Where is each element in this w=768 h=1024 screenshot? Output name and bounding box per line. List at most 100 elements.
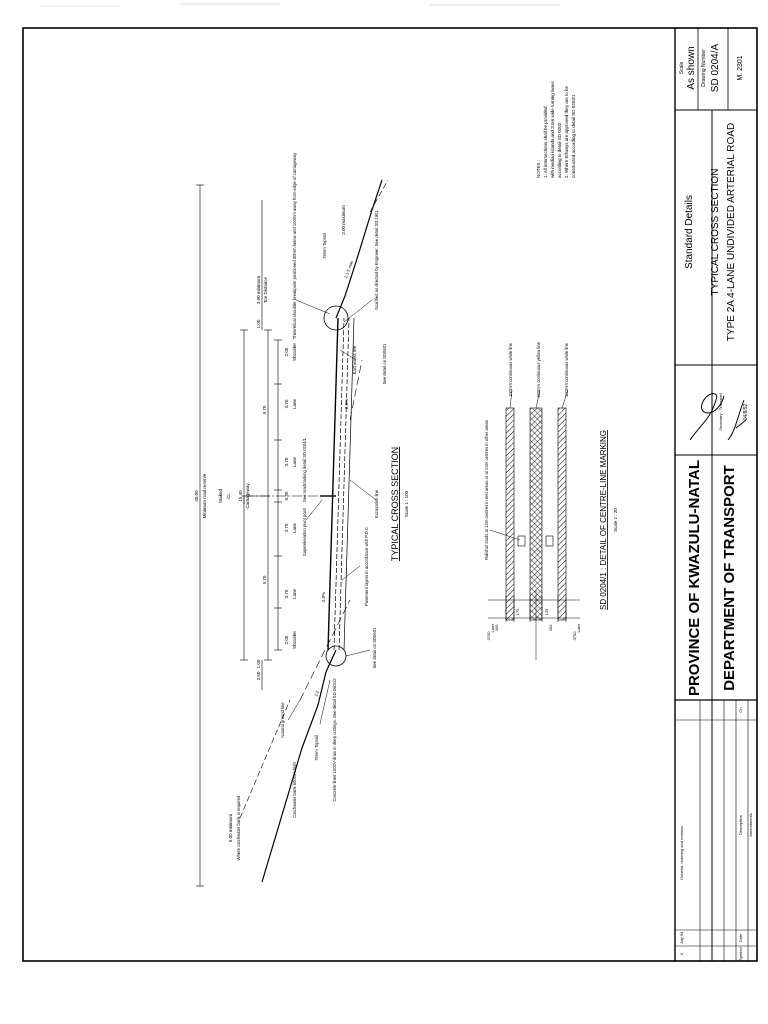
catchwater-bank-label: Catchwater bank 600mm high: [292, 762, 297, 818]
topsoil-left-label: 75mm Topsoil: [314, 735, 319, 761]
line-a-label: 100mm continuous white line: [508, 342, 513, 397]
signature-date: 04/8/92: [743, 403, 749, 420]
white-line-c: [557, 407, 567, 621]
cl-dim-3: 300: [494, 624, 499, 631]
series-title: Standard Details: [684, 195, 695, 269]
verge-right-dim: 1.00: [256, 319, 261, 328]
toe-distance-label: Toe Distance: [263, 276, 268, 303]
pavement-layers-label: Pavement layers in accordance with P.D.C…: [364, 526, 369, 606]
notes: NOTES : 1. All intersections shall be pr…: [536, 80, 576, 178]
shoulder-left-label: Shoulder: [292, 630, 297, 649]
amendments-header: Amendments: [748, 813, 753, 837]
amend-symbol-header: Symbol: [738, 947, 743, 960]
railshot-note: Railshot studs at 12m centres in rest ar…: [484, 420, 489, 560]
lane-4-dim: 3.70: [284, 399, 289, 408]
natural-ground-line: [239, 179, 389, 819]
cl-lane-left: Lane: [490, 623, 495, 633]
topsoil-right-label: 75mm Topsoil: [322, 233, 327, 259]
carriageway-label: Carriageway: [245, 483, 250, 509]
cl-dim-6: 3700: [572, 631, 577, 641]
sheet-code: M. 2301: [737, 55, 744, 80]
natural-ground-label: Natural ground line: [280, 702, 285, 738]
lane-3-dim: 3.70: [284, 457, 289, 466]
crossfall-left: 2.0%: [321, 592, 326, 602]
centre-line-title: SD 0204/1 : DETAIL OF CENTRE-LINE MARKIN…: [599, 430, 608, 610]
scarified-label: Scarified as directed by Engineer. See d…: [374, 210, 379, 310]
detail-circle-right: [323, 305, 349, 331]
scale-label: Scale: [679, 62, 685, 75]
reserve-label: Minimum road reserve: [202, 473, 207, 518]
detail-circle-left: [325, 645, 347, 667]
toe-distance-dim: 3.00 minimum: [256, 276, 261, 305]
half-right-dim: 9.70: [262, 405, 267, 414]
staked-label: Staked: [218, 489, 223, 504]
median-line-dim: 0.30: [284, 491, 289, 500]
note-line-1: 1. All intersections shall be provided: [543, 106, 548, 178]
stud-1: [517, 535, 526, 547]
cl-lane-right: Lane: [576, 623, 581, 633]
cross-section-scale: Scale 1 : 100: [404, 490, 409, 517]
sheet-border: [22, 27, 758, 962]
earthworks-line-label: Earthworks line: [352, 345, 357, 374]
stud-2: [545, 535, 554, 547]
note-line-2: with median islands and 3.5m wide turnin…: [550, 80, 555, 178]
scan-edge-marks: [40, 3, 560, 7]
amend-row-description: General: ordering and revision: [679, 826, 684, 880]
lane-2-label: Lane: [292, 522, 297, 533]
superelevation-label: Superelevation pivot point: [302, 507, 307, 556]
centre-line-scale: Scale 1 : 20: [613, 508, 618, 532]
amend-row-date: July 94: [679, 931, 684, 944]
amend-row-symbol: A: [679, 952, 684, 955]
crossfall-right: 2.0%: [344, 399, 349, 409]
edge-left-dim: 2.50: [256, 671, 261, 680]
note-line-5: constructed according to detail SD 0203/…: [571, 94, 576, 178]
see-roadmarking-label: See roadmarking detail SD 0204/1: [302, 437, 307, 502]
department-name: DEPARTMENT OF TRANSPORT: [721, 465, 738, 691]
ground-line: [261, 179, 383, 883]
notes-heading: NOTES :: [536, 160, 541, 178]
slope-1-2-label: 1:2: [313, 689, 320, 697]
shoulder-right-dim: 2.00: [284, 347, 289, 356]
province-name: PROVINCE OF KWAZULU-NATAL: [686, 460, 703, 696]
amend-date-header: Date: [738, 933, 743, 942]
line-b-label: 150mm continuous yellow line: [536, 341, 541, 398]
lane-1-dim: 3.70: [284, 589, 289, 598]
amend-description-header: Description: [738, 815, 743, 835]
see-detail-right-label: See detail on SD0601: [382, 343, 387, 384]
shoulder-breakpoint-label: Theoretical shoulder breakpoint position…: [292, 152, 297, 339]
carriageway-total: 15.40: [238, 490, 243, 502]
title-block: Scale As shown Drawing Number SD 0204/A …: [674, 28, 757, 961]
note-line-4: 2. Where Erfways are approved they are t…: [564, 85, 569, 178]
note-line-3: according to detail SD 0202: [557, 122, 562, 178]
amend-initials-header: Ch: [738, 707, 743, 712]
cl-dim-2: 125: [544, 608, 549, 615]
excavation-line: [299, 359, 363, 701]
fill-left-dim: 6.00 minimum: [228, 814, 233, 843]
lane-1-label: Lane: [292, 588, 297, 599]
slope-1-15-label: 1:1.5 max: [343, 259, 354, 279]
cross-section-title: TYPICAL CROSS SECTION: [390, 447, 400, 561]
white-line-a: [505, 407, 515, 621]
lane-2-dim: 3.70: [284, 523, 289, 532]
line-c-label: 100mm continuous white line: [564, 342, 569, 397]
centre-line-detail: 175 125 300 300 3700 3700 Lane Lane Rail…: [484, 341, 618, 660]
drawing-number-label: Drawing Number: [701, 49, 707, 87]
cl-dim-5: 3700: [486, 631, 491, 641]
drawing-title-line2: TYPE 2A 4-LANE UNDIVIDED ARTERIAL ROAD: [726, 123, 737, 341]
see-detail-left-label: See detail on SD0601: [372, 627, 377, 668]
typical-cross-section: 40.00 Minimum road reserve Staked CL 15.…: [194, 152, 409, 887]
cut-distance-dim: 3.00 maximum: [341, 205, 346, 235]
cl-label: CL: [226, 493, 231, 499]
verge-left-dim: 1.00: [256, 659, 261, 668]
shoulder-left-dim: 2.00: [284, 635, 289, 644]
where-bank-label: Where catchwater bank is required: [236, 795, 241, 860]
signature-role: Secretary : Transport: [718, 392, 723, 430]
concrete-drain-label: Concrete lined 1000V-drain in deep cutti…: [332, 678, 337, 802]
lane-3-label: Lane: [292, 456, 297, 467]
yellow-line-b: [529, 407, 543, 621]
drawing-number: SD 0204/A: [710, 43, 721, 92]
excavation-line-label: Excavation line: [374, 489, 379, 518]
reserve-dim: 40.00: [194, 490, 199, 502]
cl-dim-4: 300: [548, 624, 553, 631]
